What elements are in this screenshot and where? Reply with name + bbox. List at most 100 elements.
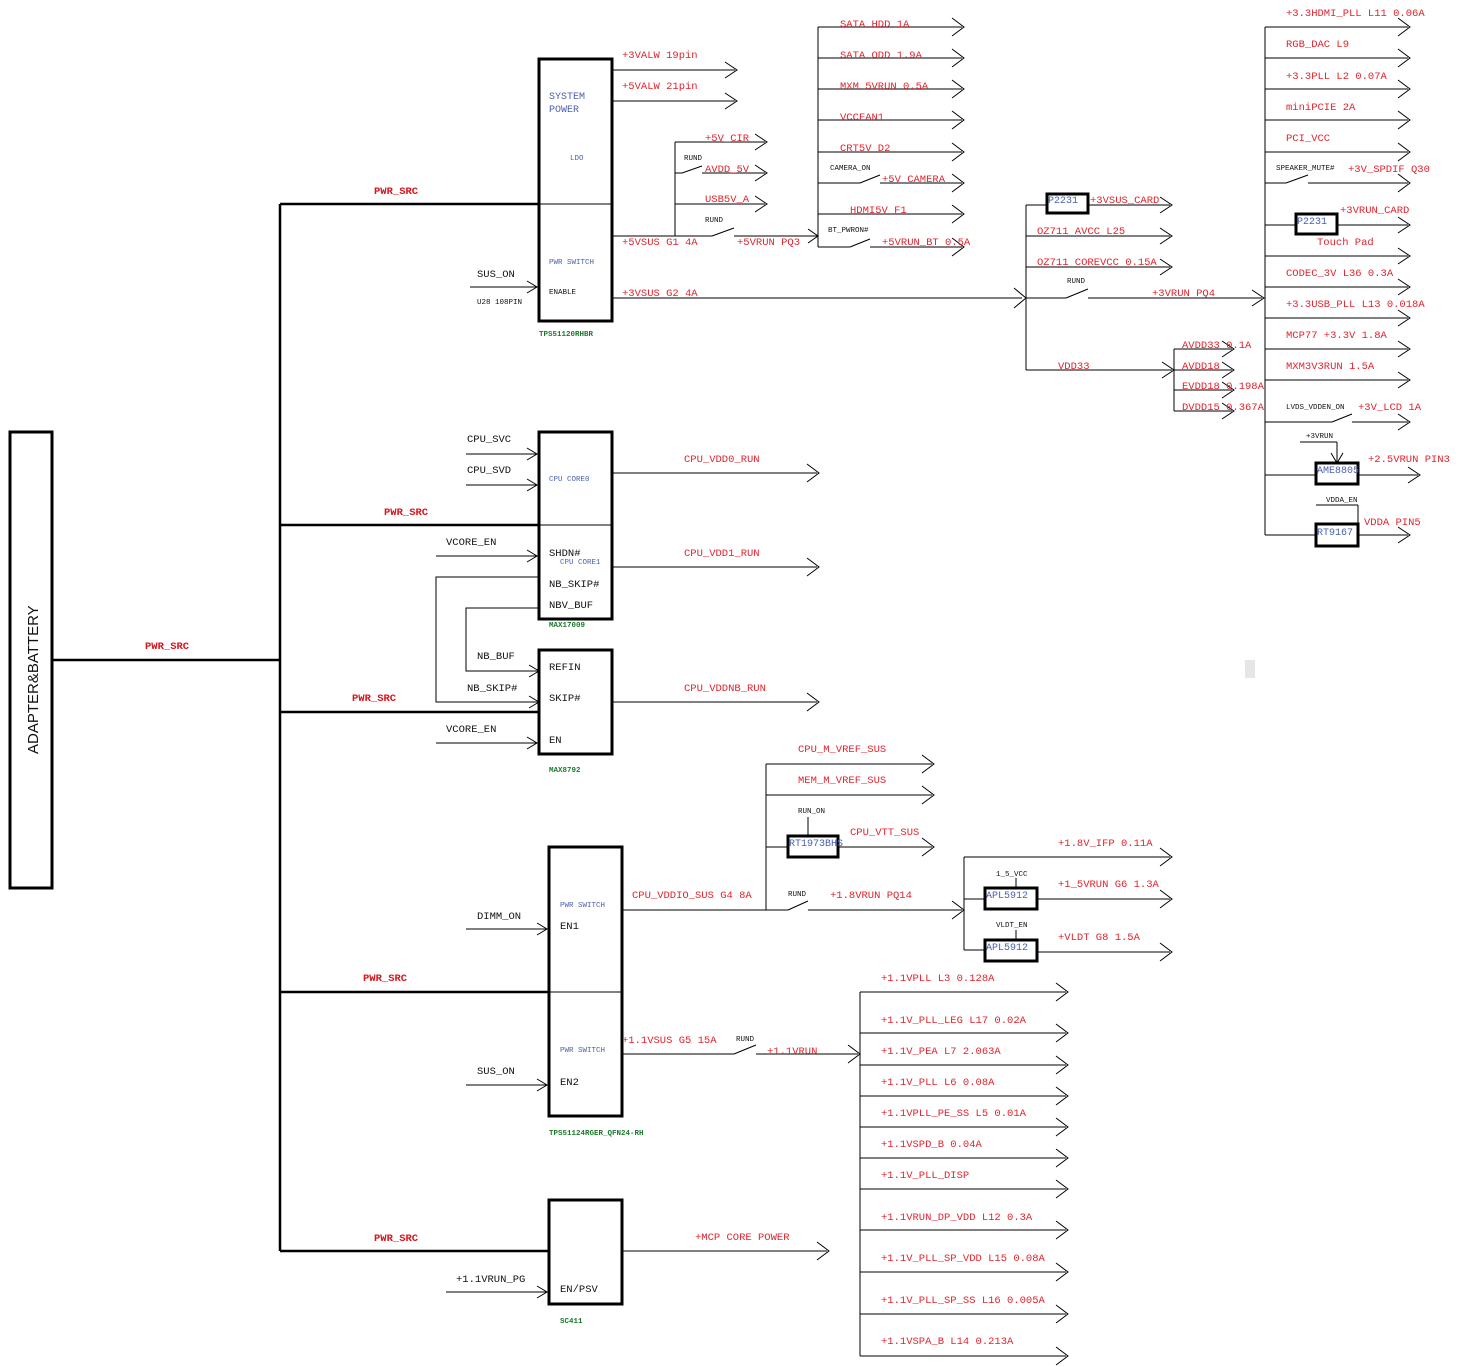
ic-max17009: MAX17009 — [549, 622, 586, 630]
en2-label: EN2 — [560, 1077, 579, 1089]
power-label: POWER — [549, 105, 579, 116]
sus-on-label: SUS_ON — [477, 269, 515, 281]
p2231-label: P2231 — [1048, 196, 1078, 207]
mem-m-vref-label: MEM_M_VREF_SUS — [798, 775, 886, 787]
p2231-box — [1045, 192, 1090, 215]
avdd-label: AVDD_5V — [705, 164, 750, 176]
pg-arrow — [536, 1285, 548, 1299]
vdda-en-label: VDDA_EN — [1326, 497, 1358, 505]
1v1-sus-label: +1.1VSUS G5 15A — [622, 1035, 717, 1047]
dimm-on-label: DIMM_ON — [477, 911, 521, 923]
1v1-out-1: +1.1V_PLL_LEG L17 0.02A — [881, 1015, 1027, 1027]
rund-label-2: RUND — [705, 217, 724, 225]
pwr-switch-label-sys: PWR SWITCH — [549, 259, 594, 267]
ame8805-label: AME8805 — [1317, 466, 1359, 477]
ic-sc411: SC411 — [560, 1318, 583, 1326]
cpu-core1-label: CPU CORE1 — [560, 559, 601, 567]
cpu-vddio-label: CPU_VDDIO_SUS G4 8A — [632, 890, 752, 902]
1v1-run-pg-label: +1.1VRUN_PG — [456, 1274, 525, 1286]
oz2-arrow — [1159, 258, 1173, 276]
cpu-vtt-label: CPU_VTT_SUS — [850, 827, 919, 839]
ic-tps51120: TPS51120RHBR — [539, 331, 594, 339]
vdd33-label: VDD33 — [1058, 361, 1090, 373]
1v1-out-2: +1.1V_PEA L7 2.063A — [881, 1046, 1001, 1058]
5vrun-label: +5VRUN PQ3 — [737, 237, 800, 249]
pwr-switch-label-2: PWR SWITCH — [560, 1047, 605, 1055]
5v-out-sata-hdd: SATA HDD 1A — [840, 19, 910, 31]
shdn-label: SHDN# — [549, 548, 581, 560]
p2231b-box — [1294, 212, 1339, 236]
apl5912-label-2: APL5912 — [986, 943, 1028, 954]
camera-on-label: CAMERA_ON — [830, 165, 871, 173]
refin-label: REFIN — [549, 662, 581, 674]
adapter-battery-block — [8, 430, 54, 890]
1v1-out-8: +1.1V_PLL_SP_VDD L15 0.08A — [881, 1253, 1046, 1265]
avdd-switch — [681, 165, 703, 174]
dvdd15-label: DVDD15 0.367A — [1182, 402, 1265, 414]
3valw-arrow — [724, 61, 738, 79]
3v-out-lcd: +3V_LCD 1A — [1358, 402, 1422, 414]
cpu-svd-label: CPU_SVD — [467, 465, 511, 477]
cpu-core0-label: CPU CORE0 — [549, 476, 590, 484]
pwr-src-label-mcp: PWR_SRC — [374, 1233, 419, 1245]
1v1-run-label: +1.1VRUN — [767, 1046, 817, 1058]
sus-on2-arrow — [536, 1078, 548, 1092]
rund-label-1: RUND — [684, 155, 703, 163]
ifp-label: +1.8V_IFP 0.11A — [1058, 838, 1153, 850]
5valw-arrow — [724, 92, 738, 110]
3valw-label: +3VALW 19pin — [622, 50, 698, 62]
adapter-battery-label: ADAPTER&BATTERY — [25, 605, 42, 754]
ldo-label: LDO — [570, 155, 584, 163]
3v-out-minipcie: miniPCIE 2A — [1286, 102, 1356, 114]
dimm-on-arrow — [536, 922, 548, 936]
3vrun-small-label: +3VRUN — [1306, 433, 1333, 441]
en-psv-label: EN/PSV — [560, 1284, 599, 1296]
svd-arrow — [526, 478, 538, 492]
vdd0-arrow — [806, 463, 820, 483]
mcp-core-arrow — [816, 1241, 830, 1261]
1v1-out-9: +1.1V_PLL_SP_SS L16 0.005A — [881, 1295, 1046, 1307]
5vrun-switch — [711, 227, 735, 237]
1v1-switch — [733, 1044, 757, 1055]
3v-out-pci-vcc: PCI_VCC — [1286, 133, 1330, 145]
cpu-m-vref-label: CPU_M_VREF_SUS — [798, 744, 886, 756]
skip-label: SKIP# — [549, 693, 581, 705]
3v-out-usb-pll: +3.3USB_PLL L13 0.018A — [1286, 299, 1425, 311]
cpu-vdd1-label: CPU_VDD1_RUN — [684, 548, 760, 560]
5v-out-hdmi: HDMI5V F1 — [850, 205, 907, 217]
5v-out-sata-odd: SATA ODD 1.9A — [840, 50, 923, 62]
lvds-vdden-label: LVDS_VDDEN_ON — [1286, 404, 1345, 412]
nb-skip-label: NB_SKIP# — [549, 579, 599, 591]
1v5-arrow — [1159, 889, 1173, 909]
3v-out-rgb-dac: RGB_DAC L9 — [1286, 39, 1349, 51]
rt9167-label: RT9167 — [1317, 528, 1353, 539]
2v5-run-label: +2.5VRUN PIN3 — [1368, 454, 1450, 466]
5v-cir-arrow — [754, 133, 768, 151]
rund-label-3: RUND — [1067, 278, 1086, 286]
3vrun-switch — [1065, 288, 1089, 299]
3v-out-mxm3v3: MXM3V3RUN 1.5A — [1286, 361, 1375, 373]
1v1-out-0: +1.1VPLL L3 0.128A — [881, 973, 995, 985]
usb5v-arrow — [754, 195, 768, 213]
rund-label-5: RUND — [736, 1036, 755, 1044]
svc-arrow — [526, 447, 538, 461]
5valw-label: +5VALW 21pin — [622, 81, 698, 93]
rt1973-label: RT1973BHS — [789, 839, 843, 850]
rund-label-4: RUND — [788, 891, 807, 899]
nb-skip2-label: NB_SKIP# — [467, 683, 517, 695]
touch-pad-label: Touch Pad — [1317, 237, 1374, 249]
1v8-run-label: +1.8VRUN PQ14 — [830, 890, 912, 902]
3vrun-pq4-label: +3VRUN PQ4 — [1152, 288, 1215, 300]
system-label: SYSTEM — [549, 92, 585, 103]
3v-out-codec: CODEC_3V L36 0.3A — [1286, 268, 1394, 280]
pwr-src-label-core: PWR_SRC — [384, 507, 429, 519]
nb-buf-loop — [465, 607, 539, 672]
en-label: EN — [549, 735, 562, 747]
cpu-svc-label: CPU_SVC — [467, 434, 511, 446]
5v-out-mxm: MXM 5VRUN 0.5A — [840, 81, 929, 93]
en1-label: EN1 — [560, 921, 579, 933]
3vsus-label: +3VSUS G2 4A — [622, 288, 698, 300]
5vsus-label: +5VSUS G1 4A — [622, 237, 698, 249]
3v-out-hdmi-pll: +3.3HDMI_PLL L11 0.06A — [1286, 8, 1425, 20]
vcore-en2-label: VCORE_EN — [446, 724, 496, 736]
